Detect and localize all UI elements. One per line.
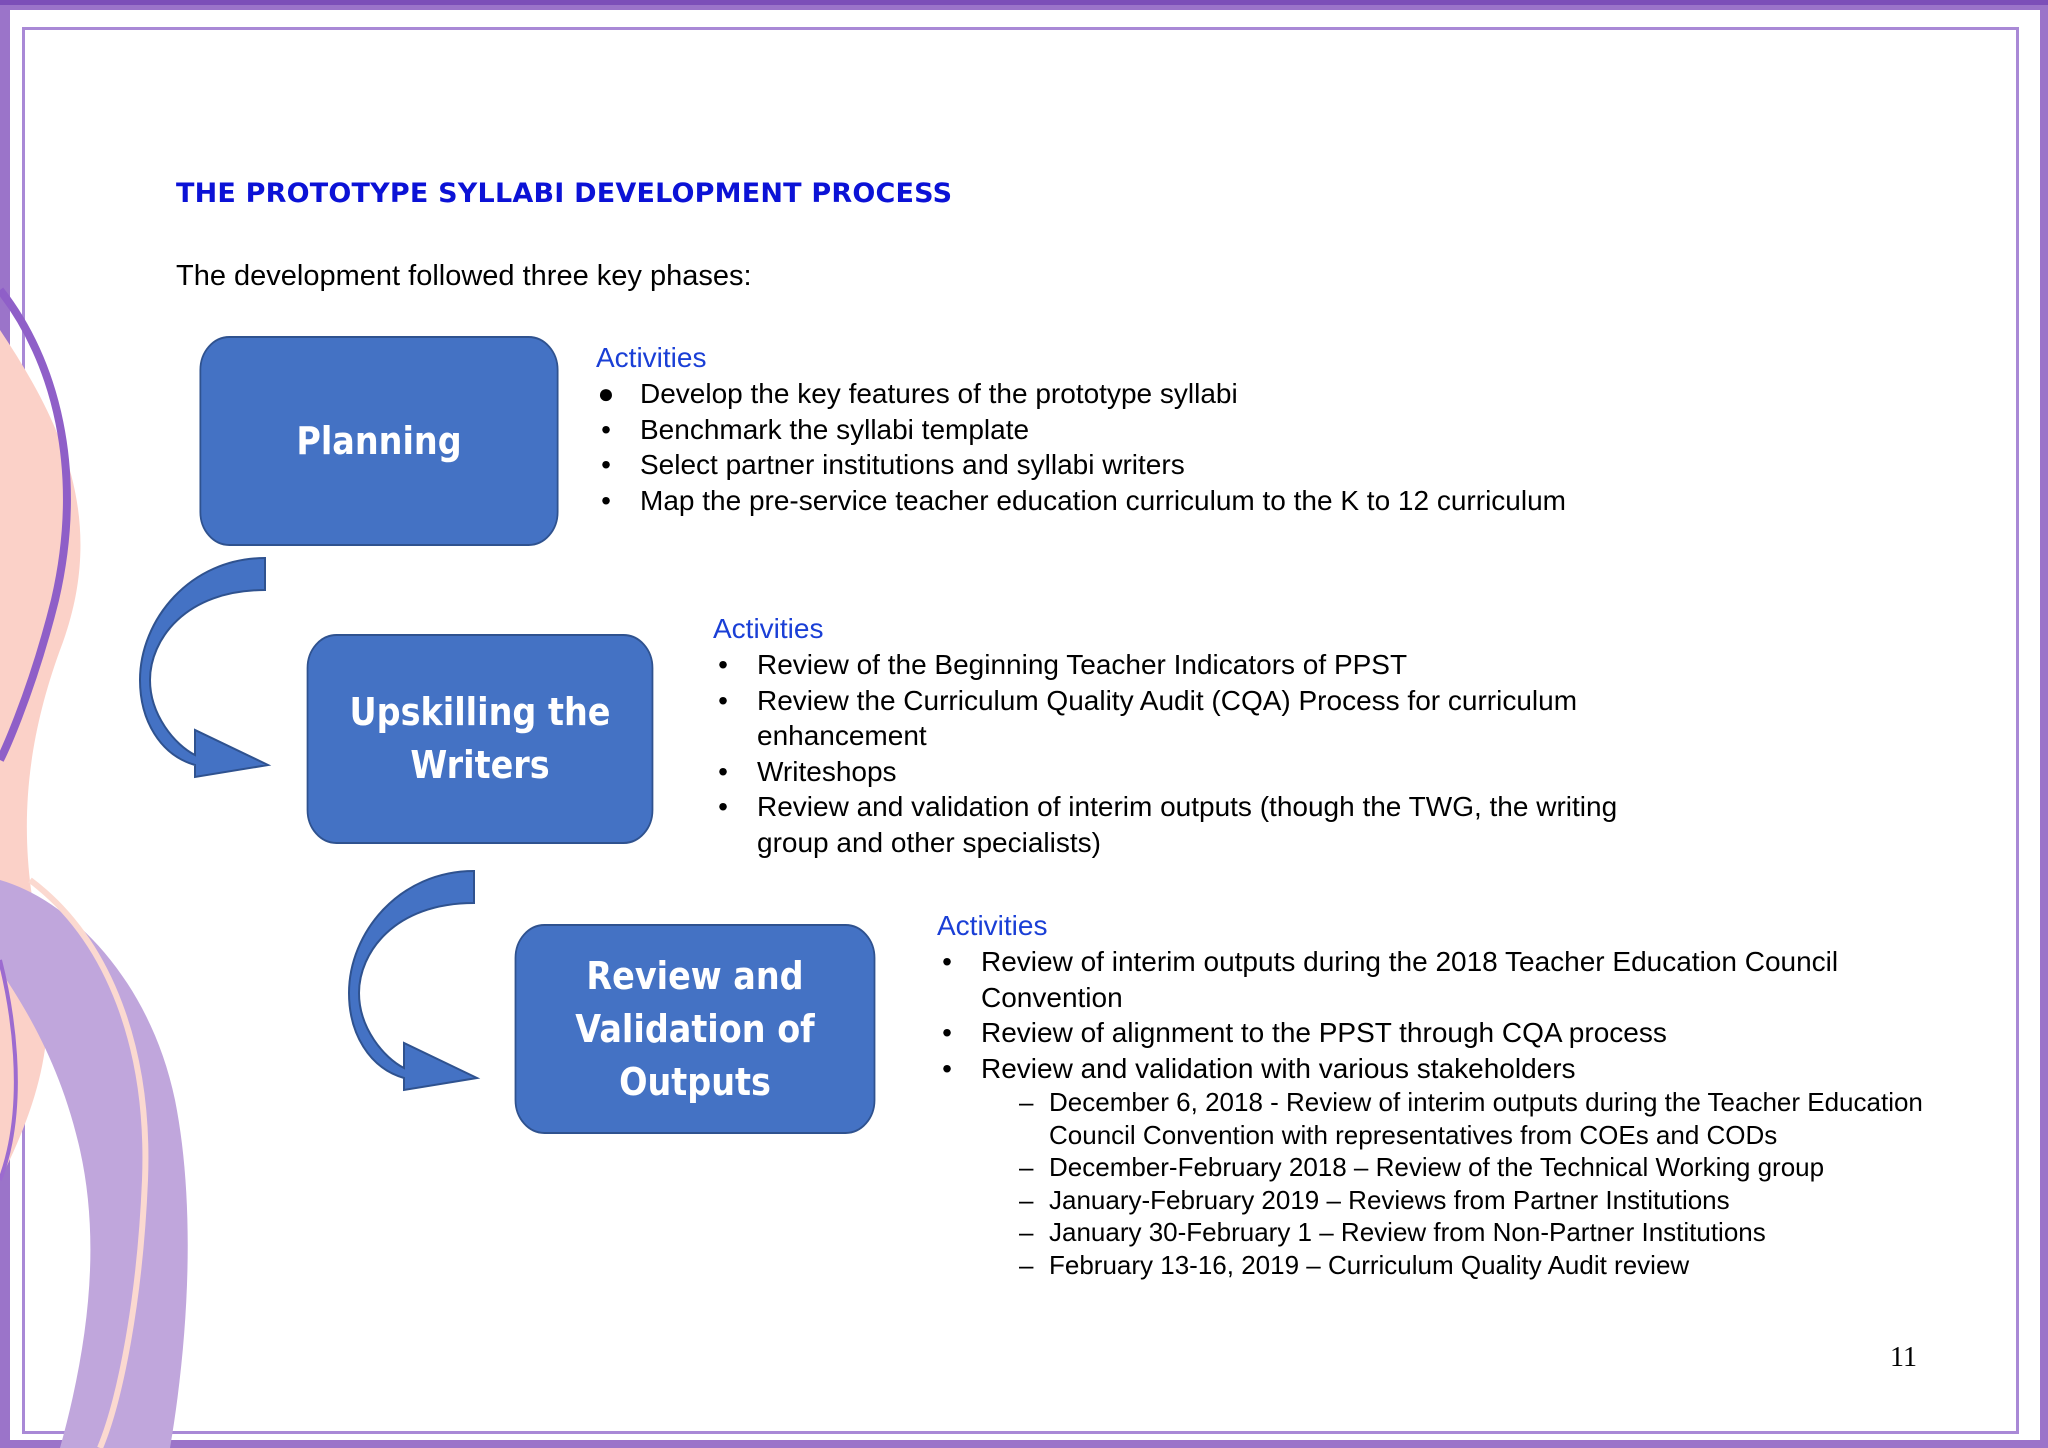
sub-list-item: –January-February 2019 – Reviews from Pa…: [1019, 1184, 1730, 1215]
list-item: •Review of alignment to the PPST through…: [937, 1015, 2007, 1051]
list-item: •Review of interim outputs during the 20…: [937, 944, 1901, 1015]
bullet-icon: •: [601, 413, 611, 445]
phase-box-upskilling-writers: Upskilling the Writers: [306, 634, 654, 844]
peach-wave-shape: [0, 330, 81, 1448]
dash-icon: –: [1019, 1184, 1034, 1215]
intro-text: The development followed three key phase…: [176, 260, 752, 292]
dash-icon: –: [1019, 1217, 1034, 1247]
bullet-icon: •: [718, 684, 728, 716]
page-number: 11: [1890, 1342, 1917, 1373]
phase-box-planning: Planning: [199, 336, 559, 546]
bullet-icon: ●: [597, 378, 615, 409]
activities-upskilling: Activities •Review of the Beginning Teac…: [713, 611, 1713, 860]
dash-icon: –: [1019, 1249, 1034, 1280]
bullet-icon: •: [942, 1052, 952, 1084]
sub-list-item: –December-February 2018 – Review of the …: [1019, 1152, 1825, 1182]
activities-list: •Review of the Beginning Teacher Indicat…: [713, 647, 1643, 860]
dash-icon: –: [1019, 1152, 1034, 1182]
bullet-icon: •: [718, 755, 728, 787]
activities-label: Activities: [596, 342, 707, 373]
bullet-icon: •: [601, 484, 611, 516]
dash-icon: –: [1019, 1087, 1034, 1117]
page-title: THE PROTOTYPE SYLLABI DEVELOPMENT PROCES…: [176, 178, 953, 209]
phase-name-line: Validation of: [575, 1006, 815, 1051]
activities-review-validation: Activities •Review of interim outputs du…: [937, 908, 2007, 1281]
bullet-icon: •: [718, 791, 728, 822]
phase-name: Review and Validation of Outputs: [575, 950, 814, 1109]
purple-wave-line-lower: [0, 959, 18, 1181]
phase-name: Upskilling the Writers: [350, 686, 611, 792]
activities-list: •Review of interim outputs during the 20…: [937, 944, 2007, 1086]
list-item: •Select partner institutions and syllabi…: [596, 447, 1746, 483]
activities-list: ●Develop the key features of the prototy…: [596, 376, 1746, 518]
page-frame-top-line: [0, 0, 2048, 5]
list-item: ●Develop the key features of the prototy…: [596, 376, 1746, 412]
phase-name-line: Writers: [410, 743, 550, 787]
bullet-icon: •: [718, 649, 728, 680]
decorative-side-waves: [0, 287, 188, 1448]
list-item: •Review the Curriculum Quality Audit (CQ…: [713, 683, 1657, 754]
list-item: •Review and validation of interim output…: [713, 789, 1677, 860]
purple-wave-line: [0, 287, 71, 762]
sub-list-item: –January 30-February 1 – Review from Non…: [1019, 1217, 1766, 1247]
list-item: •Review and validation with various stak…: [937, 1051, 2007, 1087]
bullet-icon: •: [942, 946, 952, 977]
activities-label: Activities: [713, 613, 824, 644]
lilac-wave-shape: [0, 880, 188, 1448]
list-item: •Writeshops: [713, 754, 1643, 790]
list-item: •Review of the Beginning Teacher Indicat…: [713, 647, 1643, 683]
bullet-icon: •: [942, 1017, 952, 1048]
white-wave-line: [28, 877, 149, 1448]
phase-name: Planning: [296, 418, 462, 463]
phase-name-line: Outputs: [619, 1059, 771, 1104]
sub-list-item: –December 6, 2018 - Review of interim ou…: [1019, 1087, 1923, 1150]
list-item: •Map the pre-service teacher education c…: [596, 483, 1746, 519]
phase-name-line: Upskilling the: [349, 690, 611, 734]
phase-box-review-validation: Review and Validation of Outputs: [514, 924, 876, 1134]
activities-planning: Activities ●Develop the key features of …: [596, 340, 1746, 518]
bullet-icon: •: [601, 449, 611, 480]
activities-label: Activities: [937, 910, 1048, 941]
sub-activities-list: –December 6, 2018 - Review of interim ou…: [937, 1086, 1997, 1281]
phase-name-line: Review and: [586, 953, 804, 998]
list-item: •Benchmark the syllabi template: [596, 412, 1746, 448]
sub-list-item: –February 13-16, 2019 – Curriculum Quali…: [1019, 1249, 1690, 1280]
